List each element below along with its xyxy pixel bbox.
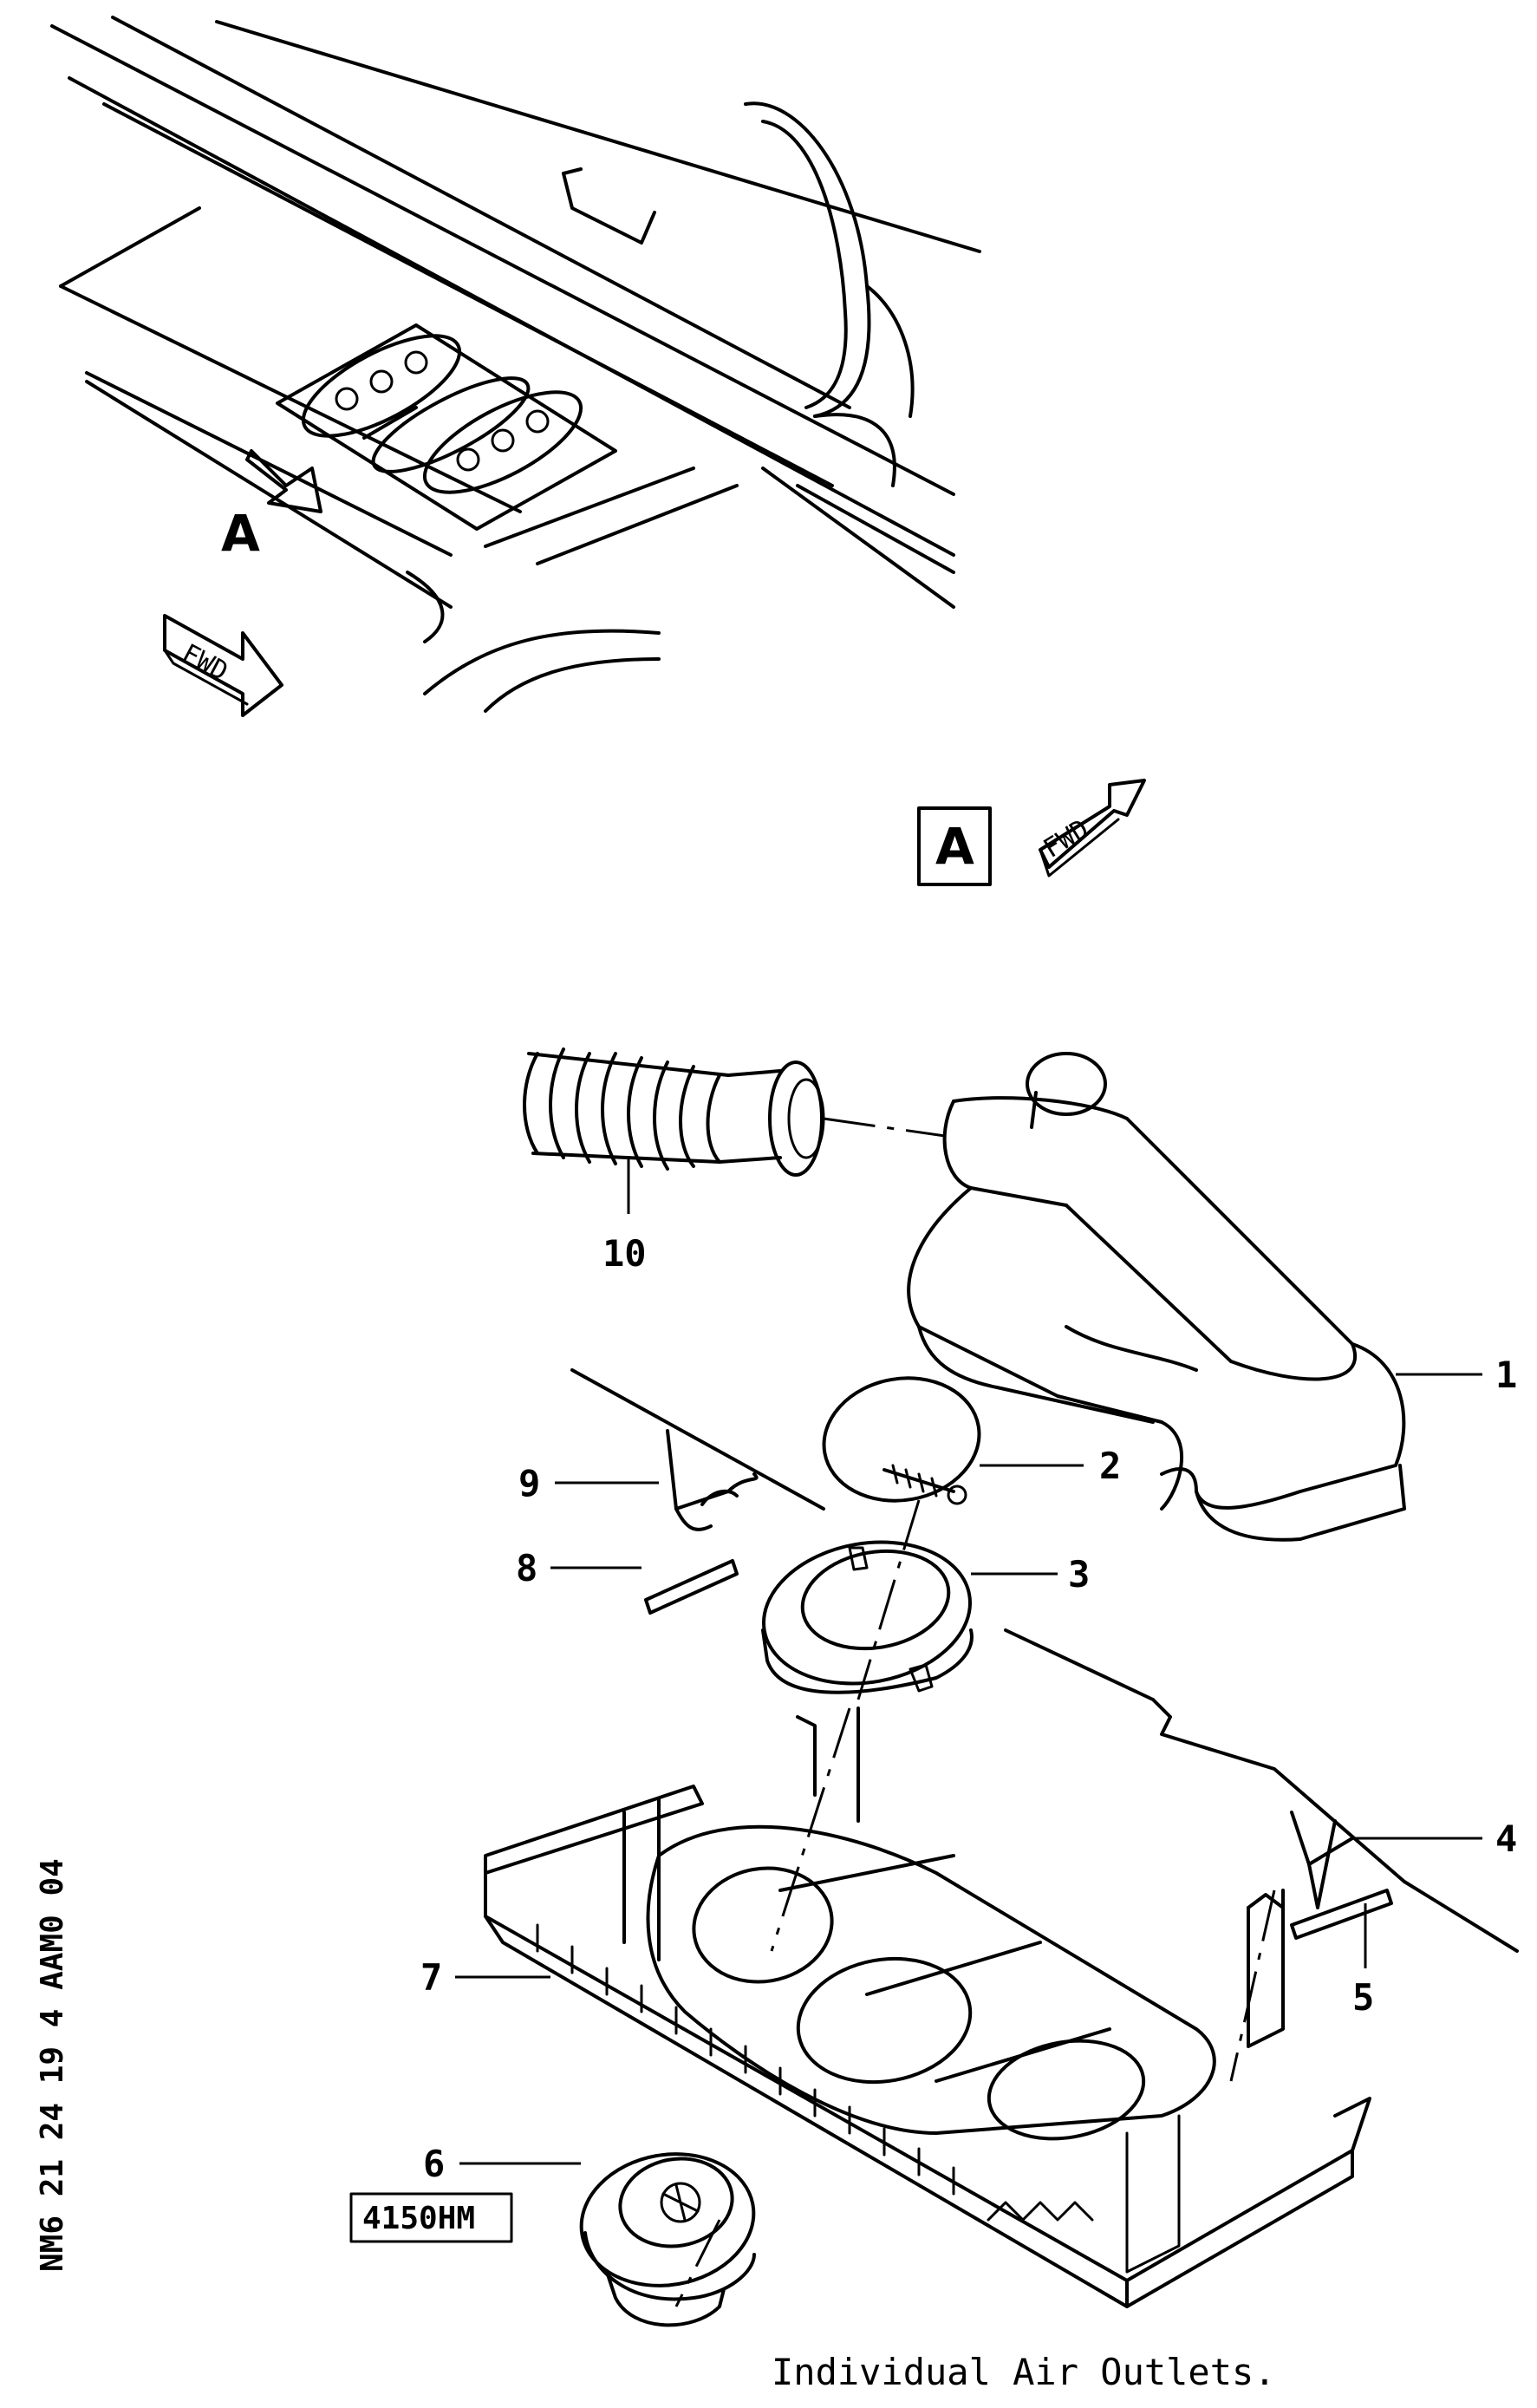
fwd-label: FWD	[177, 638, 232, 687]
callout-1: 1	[1495, 1354, 1517, 1396]
clip-part-9	[666, 1429, 759, 1531]
detail-header: A FWD	[917, 779, 1146, 886]
side-code: NM6 21 24 19 4 AAM0 04	[35, 1858, 70, 2272]
housing-part-7	[484, 1706, 1371, 2308]
overview-view: A FWD	[50, 16, 981, 717]
disc-part-2	[822, 1376, 981, 1505]
ref-box	[349, 2192, 513, 2243]
detail-marker-box	[917, 806, 992, 886]
callout-7: 7	[420, 1956, 442, 1999]
callout-6: 6	[423, 2143, 445, 2185]
callout-2: 2	[1099, 1445, 1121, 1487]
fwd-arrow-detail-icon: FWD	[1039, 779, 1146, 878]
ref-box-label: 4150HM	[362, 2201, 475, 2236]
callout-4: 4	[1495, 1817, 1517, 1860]
callout-10: 10	[602, 1232, 647, 1275]
grommet-part-6	[579, 2152, 756, 2327]
duct-part-1	[907, 1052, 1406, 1542]
callout-8: 8	[516, 1547, 537, 1589]
callout-5: 5	[1352, 1976, 1374, 2019]
clip-part-4	[1290, 1811, 1354, 1909]
ring-part-3	[761, 1540, 974, 1694]
strip-part-5	[1290, 1889, 1393, 1940]
figure-caption: Individual Air Outlets.	[772, 2351, 1276, 2393]
view-marker: A	[221, 504, 260, 563]
hose-part-10	[523, 1047, 825, 1177]
callout-3: 3	[1068, 1553, 1090, 1596]
callout-9: 9	[518, 1462, 540, 1504]
fwd-arrow-icon: FWD	[163, 614, 283, 717]
exploded-view: 10 1 2 3 4 5 6 7 8 9 4150HM	[349, 1047, 1519, 2327]
strip-part-8	[644, 1559, 739, 1615]
detail-marker: A	[935, 817, 974, 876]
view-arrow-icon	[245, 449, 322, 513]
